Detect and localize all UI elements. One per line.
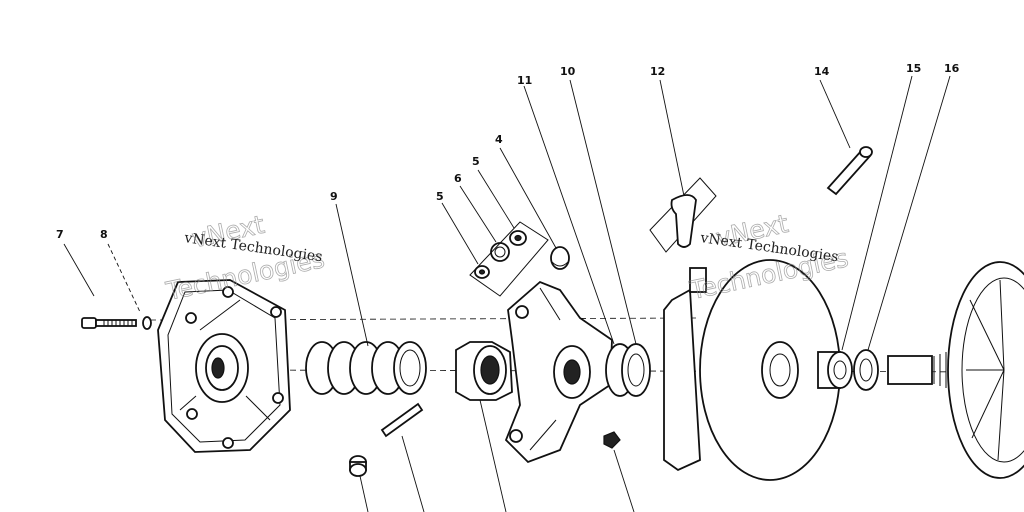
button-part-4	[550, 246, 570, 270]
roller-part-6	[490, 242, 510, 262]
callout-6: 6	[454, 172, 462, 185]
bushing-part-16	[853, 349, 879, 391]
castle-nut-part	[455, 341, 513, 401]
small-nut-part	[603, 431, 621, 449]
callout-5-lower: 5	[436, 190, 444, 203]
moveable-sheave-part	[663, 259, 841, 481]
fixed-sheave-part	[947, 261, 1024, 479]
callout-12: 12	[650, 65, 665, 78]
lock-washer-part	[142, 316, 152, 330]
roller-group-outline	[469, 221, 549, 297]
spring-part	[305, 341, 427, 395]
callout-7: 7	[56, 228, 64, 241]
bolt-part	[81, 317, 137, 329]
pin-part	[380, 402, 424, 438]
bushing-part-10	[605, 343, 651, 397]
callout-8: 8	[100, 228, 108, 241]
roller-part	[349, 455, 367, 477]
leader-lines	[63, 75, 951, 512]
washer-part-5b	[509, 230, 527, 246]
bushing-part-15	[817, 351, 853, 389]
callout-11: 11	[517, 74, 532, 87]
shoe-part-12	[649, 177, 717, 253]
callout-5-upper: 5	[472, 155, 480, 168]
callout-4: 4	[495, 133, 503, 146]
callout-16: 16	[944, 62, 960, 75]
callout-14: 14	[814, 65, 830, 78]
washer-part-5a	[474, 265, 490, 279]
cover-plate-part	[157, 279, 291, 453]
callout-15: 15	[906, 62, 921, 75]
pin-part-14	[826, 146, 873, 196]
callout-9: 9	[330, 190, 338, 203]
shaft-part	[887, 352, 947, 388]
callout-10: 10	[560, 65, 576, 78]
spider-part	[504, 280, 613, 464]
callout-labels: 7 8 9 5 6 5 4 11 10 12 14 15 16	[56, 62, 960, 241]
